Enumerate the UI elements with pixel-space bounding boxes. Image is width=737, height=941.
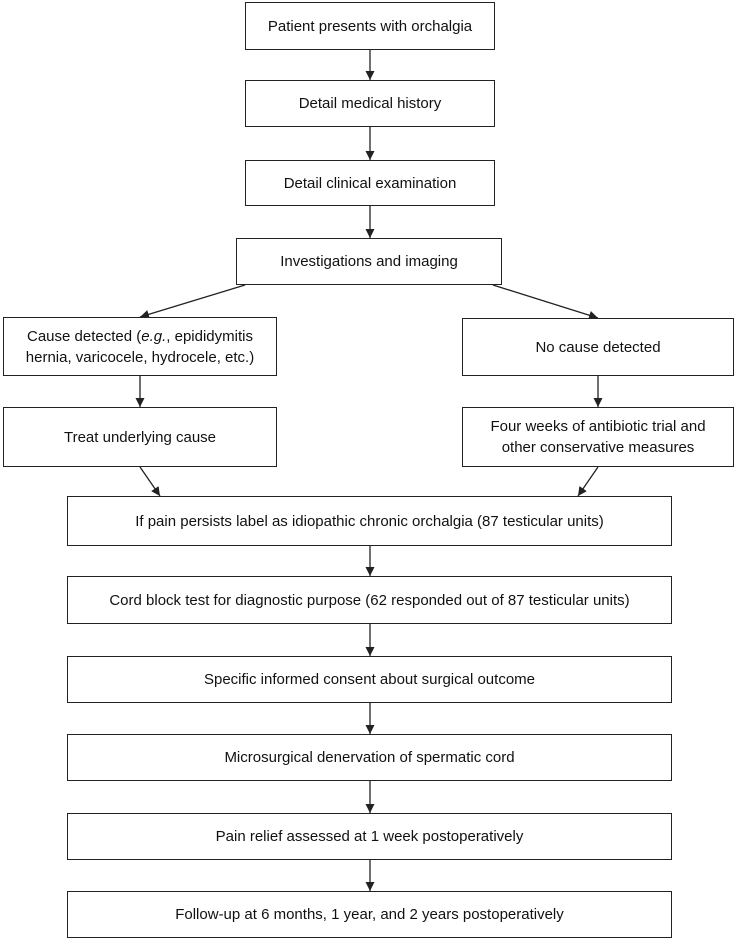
- node-patient-presents-text: Patient presents with orchalgia: [267, 17, 473, 35]
- node-medical-history: Detail medical history: [245, 80, 495, 127]
- node-clinical-examination-text: Detail clinical examination: [283, 174, 457, 192]
- arrow-investigations-to-nocause: [492, 284, 599, 320]
- node-clinical-examination: Detail clinical examination: [245, 160, 495, 206]
- node-no-cause-detected-text: No cause detected: [535, 338, 661, 356]
- node-idiopathic-orchalgia: If pain persists label as idiopathic chr…: [67, 496, 672, 546]
- node-pain-relief-assessed-text: Pain relief assessed at 1 week postopera…: [215, 828, 524, 845]
- node-cause-detected-line2: hernia, varicocele, hydrocele, etc.): [25, 348, 255, 366]
- node-treat-underlying-cause-text: Treat underlying cause: [63, 428, 217, 446]
- node-cause-detected: Cause detected (e.g., epididymitis herni…: [3, 317, 277, 376]
- node-pain-relief-assessed: Pain relief assessed at 1 week postopera…: [67, 813, 672, 860]
- node-medical-history-text: Detail medical history: [298, 95, 442, 112]
- node-cord-block-test-text: Cord block test for diagnostic purpose (…: [109, 591, 630, 609]
- node-cord-block-test: Cord block test for diagnostic purpose (…: [67, 576, 672, 624]
- node-antibiotic-trial: Four weeks of antibiotic trial and other…: [462, 407, 734, 467]
- node-investigations: Investigations and imaging: [236, 238, 502, 285]
- node-microsurgical-denervation: Microsurgical denervation of spermatic c…: [67, 734, 672, 781]
- node-antibiotic-trial-line1: Four weeks of antibiotic trial and: [490, 418, 706, 435]
- node-patient-presents: Patient presents with orchalgia: [245, 2, 495, 50]
- node-follow-up-text: Follow-up at 6 months, 1 year, and 2 yea…: [175, 906, 564, 923]
- node-informed-consent: Specific informed consent about surgical…: [67, 656, 672, 703]
- node-microsurgical-denervation-text: Microsurgical denervation of spermatic c…: [224, 749, 515, 766]
- node-antibiotic-trial-line2: other conservative measures: [501, 439, 695, 456]
- arrow-treat-to-persists: [139, 466, 161, 497]
- arrow-investigations-to-cause: [139, 284, 246, 319]
- node-no-cause-detected: No cause detected: [462, 318, 734, 376]
- arrow-antibiotic-to-persists: [577, 466, 599, 497]
- node-cause-detected-line1: Cause detected (e.g., epididymitis: [27, 327, 253, 345]
- node-follow-up: Follow-up at 6 months, 1 year, and 2 yea…: [67, 891, 672, 938]
- node-idiopathic-orchalgia-text: If pain persists label as idiopathic chr…: [135, 512, 604, 530]
- node-treat-underlying-cause: Treat underlying cause: [3, 407, 277, 467]
- node-investigations-text: Investigations and imaging: [280, 253, 458, 270]
- node-informed-consent-text: Specific informed consent about surgical…: [203, 671, 535, 688]
